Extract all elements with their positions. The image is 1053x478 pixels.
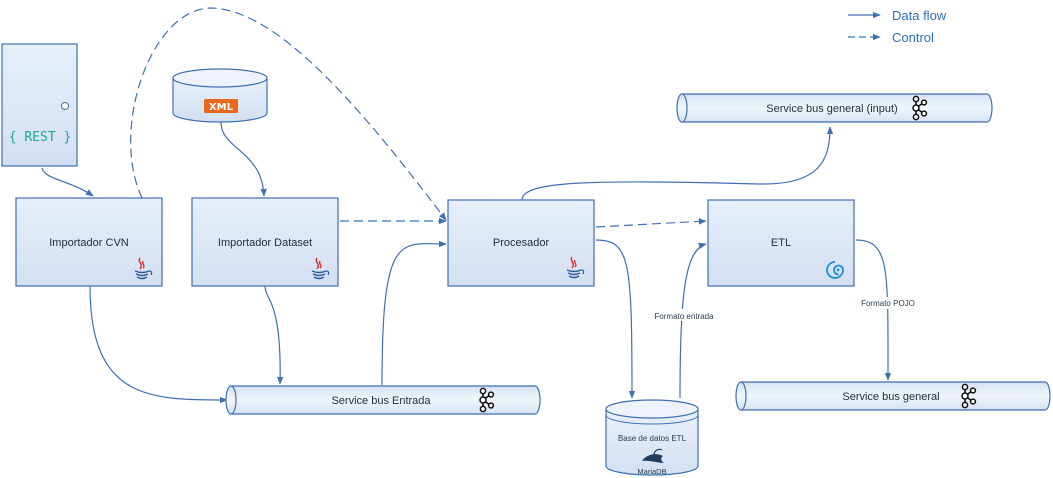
etl-node: ETL <box>707 199 855 287</box>
xml-database-top <box>172 68 268 88</box>
importador-dataset-node: Importador Dataset <box>191 197 339 287</box>
edge-procesador-to-base-datos <box>595 239 636 399</box>
legend: Data flow Control <box>848 8 947 45</box>
pipe-cap <box>740 381 747 411</box>
procesador-node: Procesador <box>447 199 595 287</box>
importador-dataset-label: Importador Dataset <box>218 237 312 249</box>
etl-swirl-icon <box>826 261 844 279</box>
pipe-cap <box>681 93 688 123</box>
edge-control-cvn-to-procesador <box>130 7 447 221</box>
service-bus-entrada-pipe <box>225 385 541 415</box>
importador-cvn-label: Importador CVN <box>49 237 129 249</box>
service-bus-general-input-node: Service bus general (input) <box>676 93 993 123</box>
service-bus-entrada-node: Service bus Entrada <box>225 385 541 415</box>
edge-label-bg-formato-pojo <box>855 297 921 309</box>
edge-etl-to-service-bus-general <box>855 239 892 381</box>
procesador-box <box>447 199 595 287</box>
service-bus-general-label: Service bus general <box>842 391 939 403</box>
edge-service-bus-entrada-to-procesador <box>381 240 447 386</box>
connectors <box>41 7 892 404</box>
etl-box <box>707 199 855 287</box>
edge-xml-to-importador-dataset <box>220 121 267 197</box>
base-datos-etl-node: Base de datos ETL MariaDB <box>605 399 699 476</box>
procesador-label: Procesador <box>493 237 550 249</box>
rest-label: { REST } <box>9 130 72 145</box>
service-bus-general-input-label: Service bus general (input) <box>766 103 897 115</box>
xml-database-node: XML <box>172 68 268 123</box>
pipe-cap <box>230 385 237 415</box>
edge-label-bg-formato-entrada <box>645 309 723 321</box>
edge-base-datos-to-etl <box>679 242 707 399</box>
legend-control-label: Control <box>892 30 934 45</box>
database-ring <box>605 414 699 425</box>
service-bus-entrada-label: Service bus Entrada <box>331 395 431 407</box>
mariadb-label: MariaDB <box>637 467 666 476</box>
importador-cvn-box <box>15 197 163 287</box>
database-cylinder <box>605 409 699 476</box>
etl-label: ETL <box>771 237 791 249</box>
mariadb-icon <box>642 448 664 463</box>
base-datos-etl-label: Base de datos ETL <box>618 434 687 443</box>
importador-cvn-node: Importador CVN <box>15 197 163 287</box>
edge-control-procesador-to-etl <box>595 218 707 228</box>
edge-label-formato-entrada: Formato entrada <box>654 312 714 321</box>
edge-label-formato-pojo: Formato POJO <box>861 299 915 308</box>
database-top <box>605 399 699 419</box>
service-bus-general-input-pipe <box>676 93 993 123</box>
edge-dataset-to-service-bus-entrada <box>264 285 284 385</box>
xml-label: XML <box>209 102 234 113</box>
edge-rest-to-importador-cvn <box>41 167 94 197</box>
edge-cvn-to-service-bus-entrada <box>89 285 228 404</box>
edge-procesador-to-service-bus-input <box>521 126 834 201</box>
xml-badge <box>204 99 238 113</box>
server-led <box>61 102 69 110</box>
service-bus-general-node: Service bus general <box>735 381 1051 411</box>
legend-data-flow-label: Data flow <box>892 8 947 23</box>
rest-server-node: { REST } <box>1 43 78 167</box>
